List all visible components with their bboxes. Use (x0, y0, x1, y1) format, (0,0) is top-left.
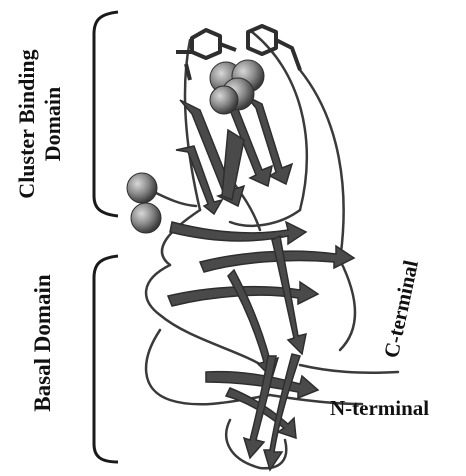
basal-domain-bracket (94, 256, 118, 462)
cluster-binding-domain-label: Cluster Binding Domain (14, 14, 66, 234)
cluster-binding-line2: Domain (40, 14, 66, 234)
n-terminal-label: N-terminal (330, 395, 466, 421)
cluster-binding-line1: Cluster Binding (14, 14, 40, 234)
basal-domain-label: Basal Domain (30, 243, 56, 443)
beta-strands (168, 86, 354, 470)
cluster-domain-bracket (94, 12, 118, 216)
